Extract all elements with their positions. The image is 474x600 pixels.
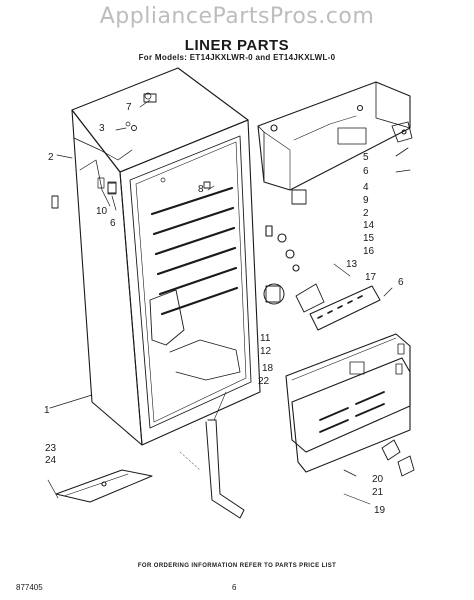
- callout-13: 13: [346, 259, 358, 270]
- liner-inner-frame-2: [135, 141, 247, 423]
- callout-17: 17: [365, 272, 377, 283]
- callout-19: 19: [374, 505, 386, 516]
- callout-20: 20: [372, 474, 384, 485]
- callout-2b: 2: [363, 208, 369, 219]
- liner-floor: [169, 339, 241, 381]
- callout-24: 24: [45, 455, 57, 466]
- callout-2: 2: [48, 152, 54, 163]
- callout-6: 6: [110, 218, 116, 229]
- callout-22: 22: [258, 376, 270, 387]
- cover-vents: [317, 295, 363, 319]
- side-details: [73, 92, 166, 207]
- callout-9: 9: [363, 195, 369, 206]
- ordering-note: FOR ORDERING INFORMATION REFER TO PARTS …: [137, 563, 337, 569]
- callout-6c: 6: [398, 277, 404, 288]
- liner-inner-frame: [129, 135, 252, 429]
- control-housing: [263, 189, 393, 331]
- model-subtitle: For Models: ET14JKXLWR-0 and ET14JKXLWL-…: [138, 53, 336, 62]
- liner-side-face: [71, 109, 143, 446]
- callout-11: 11: [260, 333, 271, 344]
- callout-4: 4: [363, 182, 369, 193]
- drain-tube: [205, 391, 245, 519]
- cabinet-liner: [49, 67, 261, 446]
- duct-panel: [291, 357, 415, 505]
- callout-12: 12: [260, 346, 272, 357]
- callout-15: 15: [363, 233, 375, 244]
- callout-5: 5: [363, 152, 369, 163]
- callout-1: 1: [44, 405, 50, 416]
- diagram-title: LINER PARTS: [184, 37, 290, 54]
- document-number: 877405: [16, 583, 43, 592]
- page-number: 6: [232, 583, 237, 592]
- callout-18: 18: [262, 363, 274, 374]
- evaporator-recess: [149, 289, 185, 346]
- leader-lines-left: [49, 99, 215, 409]
- shelf-rails: [150, 186, 239, 316]
- callout-3: 3: [99, 123, 105, 134]
- liner-hardware: [51, 93, 211, 209]
- liner-top-face: [71, 67, 249, 173]
- floor-bracket: [47, 451, 201, 503]
- callout-21: 21: [372, 487, 384, 498]
- liner-front-face: [119, 119, 261, 446]
- callout-labels: 7 3 2 8 10 6 1 23 24 5 6 4 9 2 14 15 16 …: [44, 102, 404, 516]
- callout-23: 23: [45, 443, 57, 454]
- callout-10: 10: [96, 206, 108, 217]
- watermark: AppliancePartsPros.com: [99, 4, 375, 29]
- callout-16: 16: [363, 246, 375, 257]
- callout-8: 8: [198, 184, 204, 195]
- back-panel: [257, 81, 413, 191]
- callout-14: 14: [363, 220, 375, 231]
- access-panel: [285, 333, 411, 453]
- callout-7: 7: [126, 102, 132, 113]
- duct-slots: [319, 391, 385, 433]
- callout-6b: 6: [363, 166, 369, 177]
